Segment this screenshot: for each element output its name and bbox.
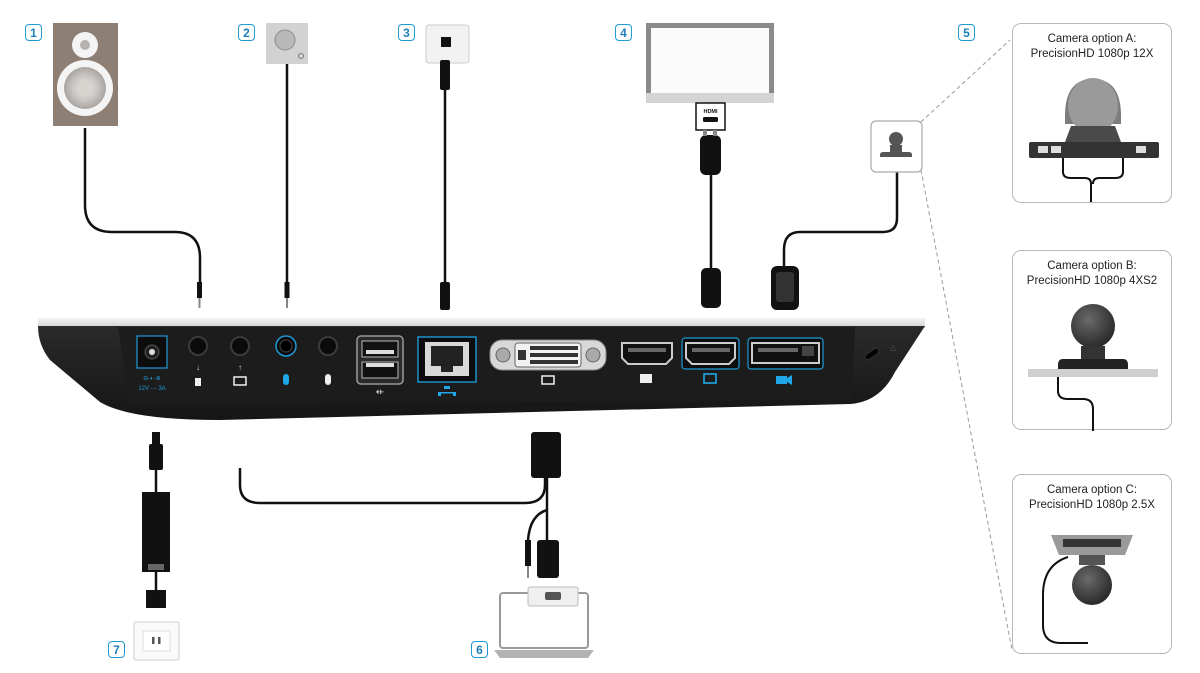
- hdmi-plug-top: [700, 135, 721, 175]
- callout-2-badge: 2: [238, 24, 255, 41]
- vga-plug: [537, 540, 559, 578]
- camera-b-image: [1028, 304, 1158, 431]
- main-display-icon: [703, 373, 717, 384]
- usb-icon: ⇷: [376, 387, 384, 398]
- port-hdmi-2: [621, 342, 673, 365]
- codec-ports: ⊖-◐-⊕ 12V --- 3A ↓ ↑ ⇷: [136, 335, 824, 398]
- port-mic-2: [318, 336, 338, 356]
- port-hdmi-1: [681, 337, 740, 370]
- speaker-port-icon: [195, 378, 201, 386]
- speaker-device: [53, 23, 118, 126]
- camera-option-c-model: PrecisionHD 1080p 2.5X: [1029, 499, 1155, 511]
- monitor-hdmi-label: HDMI: [703, 109, 718, 115]
- network-socket-device: [425, 24, 470, 90]
- power-rating-text: 12V --- 3A: [138, 386, 165, 392]
- port-microphone: [275, 335, 297, 357]
- camera-a-image: [1029, 78, 1159, 202]
- monitor-hdmi-port: [695, 102, 726, 131]
- port-pc-audio-in: [230, 336, 250, 356]
- laptop-audio-branch: [526, 508, 548, 541]
- camera-option-c-card: Camera option C: PrecisionHD 1080p 2.5X: [1012, 474, 1172, 654]
- top-plugs: [197, 266, 799, 310]
- hdmi-plug-bottom: [701, 268, 721, 308]
- dvi-laptop-icon: [541, 375, 555, 385]
- camera-option-a-card: Camera option A: PrecisionHD 1080p 12X: [1012, 23, 1172, 203]
- port-usb: [356, 335, 404, 385]
- microphone-port-icon: [283, 374, 289, 385]
- codec-top-edge: [38, 318, 925, 328]
- speaker-cable: [83, 128, 202, 282]
- microphone-device: [266, 23, 308, 64]
- security-slot: [864, 347, 880, 361]
- speaker-jack-plug: [197, 282, 202, 298]
- codec-panel: [118, 327, 855, 405]
- callout-7-badge: 7: [108, 641, 125, 658]
- camera-option-a-title: Camera option A:: [1047, 33, 1137, 45]
- laptop-port-icon: [233, 376, 247, 386]
- port-camera: [747, 337, 824, 370]
- svg-text:↑: ↑: [238, 363, 242, 372]
- camera-option-c-title: Camera option C:: [1046, 484, 1138, 496]
- camera-cable: [782, 172, 899, 268]
- port-dvi: [489, 339, 607, 371]
- microphone-white-icon: [325, 374, 331, 385]
- cables: [83, 64, 899, 590]
- dc-power-label: ⊖-◐-⊕: [143, 376, 161, 382]
- mic-jack-plug: [284, 282, 290, 298]
- laptop-audio-plug: [525, 540, 531, 566]
- camera-option-b-card: Camera option B: PrecisionHD 1080p 4XS2: [1012, 250, 1172, 431]
- power-supply: [133, 432, 180, 661]
- dvi-plug: [531, 432, 561, 478]
- port-audio-out: [188, 336, 208, 356]
- callout-3-badge: 3: [398, 24, 415, 41]
- callout-6-badge: 6: [471, 641, 488, 658]
- second-display-icon: [640, 374, 652, 383]
- recycle-mark: △: [890, 343, 897, 352]
- camera-port-icon: [776, 375, 792, 385]
- monitor-device: HDMI: [646, 23, 774, 175]
- pc-audio-cable: [238, 468, 547, 505]
- port-dc-power: [136, 335, 168, 369]
- camera-option-a-model: PrecisionHD 1080p 12X: [1030, 48, 1154, 60]
- camera-option-b-model: PrecisionHD 1080p 4XS2: [1026, 275, 1158, 287]
- network-plug: [440, 282, 450, 310]
- network-port-icon: [438, 386, 456, 396]
- callout-5-badge: 5: [958, 24, 975, 41]
- laptop-device: [494, 432, 594, 658]
- camera-option-b-title: Camera option B:: [1047, 260, 1137, 272]
- camera-selector: [870, 39, 1013, 651]
- callout-4-badge: 4: [615, 24, 632, 41]
- callout-1-badge: 1: [25, 24, 42, 41]
- port-ethernet: [417, 336, 477, 383]
- camera-c-image: [1042, 535, 1133, 644]
- svg-text:↓: ↓: [196, 363, 200, 372]
